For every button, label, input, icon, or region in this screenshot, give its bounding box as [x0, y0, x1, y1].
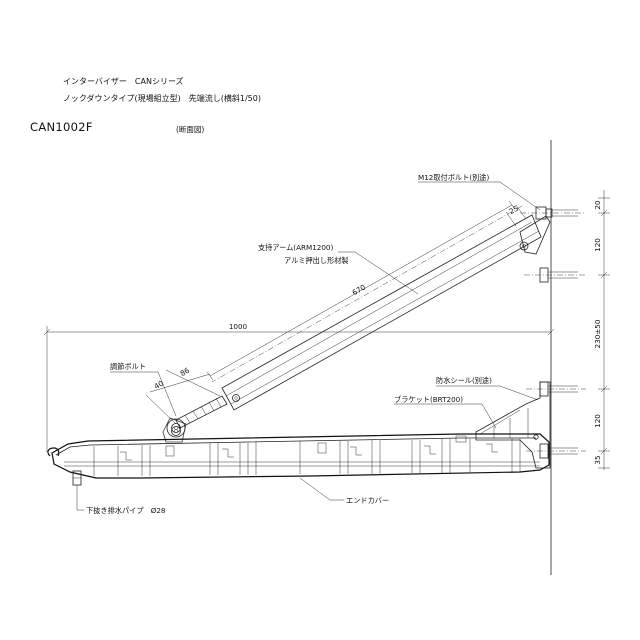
label-waterproof-seal: 防水シール(別途) — [436, 376, 492, 385]
dim-86: 86 — [179, 365, 192, 378]
dim-25: 25 — [508, 204, 520, 216]
dim-120-bottom: 120 — [593, 414, 602, 428]
dim-20: 20 — [593, 200, 602, 210]
anchor-bolt-bracket-bottom — [526, 443, 586, 459]
model-number: CAN1002F — [30, 120, 93, 134]
label-drain-pipe: 下抜き排水パイプ Ø28 — [86, 506, 166, 515]
dim-230: 230±50 — [593, 319, 602, 348]
dim-line-86-40 — [145, 369, 221, 425]
arm-centerline — [211, 205, 523, 383]
dim-120-top: 120 — [593, 238, 602, 252]
bracket — [475, 381, 551, 469]
anchor-bolt-bracket-top — [526, 381, 586, 397]
label-bracket: ブラケット(BRT200) — [394, 395, 463, 404]
type-note: ノックダウンタイプ(現場組立型) 先端流し(横斜1/50) — [63, 94, 261, 103]
dim-line-670 — [206, 200, 516, 381]
anchor-bolt-arm-lower — [524, 267, 586, 283]
dim-line-25 — [505, 204, 527, 227]
dim-35: 35 — [593, 455, 602, 464]
label-m12-bolt: M12取付ボルト(別途) — [418, 173, 489, 182]
label-support-arm: 支持アーム(ARM1200) — [258, 243, 333, 252]
support-arm — [221, 214, 551, 411]
dim-1000: 1000 — [229, 322, 248, 331]
series-title: インターバイザー CANシリーズ — [63, 77, 184, 86]
label-arm-material: アルミ押出し形材製 — [284, 256, 349, 265]
section-note: (断面図) — [176, 125, 205, 134]
anchor-bolt-top — [520, 206, 586, 220]
leader-lines — [76, 181, 541, 511]
panel-ribs — [93, 435, 521, 476]
canopy-panel — [47, 433, 550, 479]
label-end-cover: エンドカバー — [346, 496, 389, 505]
dim-670: 670 — [351, 282, 368, 297]
label-adjusting-bolt: 調節ボルト — [110, 362, 146, 371]
vertical-dimension-chain — [598, 190, 610, 470]
dim-line-1000 — [43, 326, 555, 452]
adjusting-bolt — [162, 395, 228, 443]
